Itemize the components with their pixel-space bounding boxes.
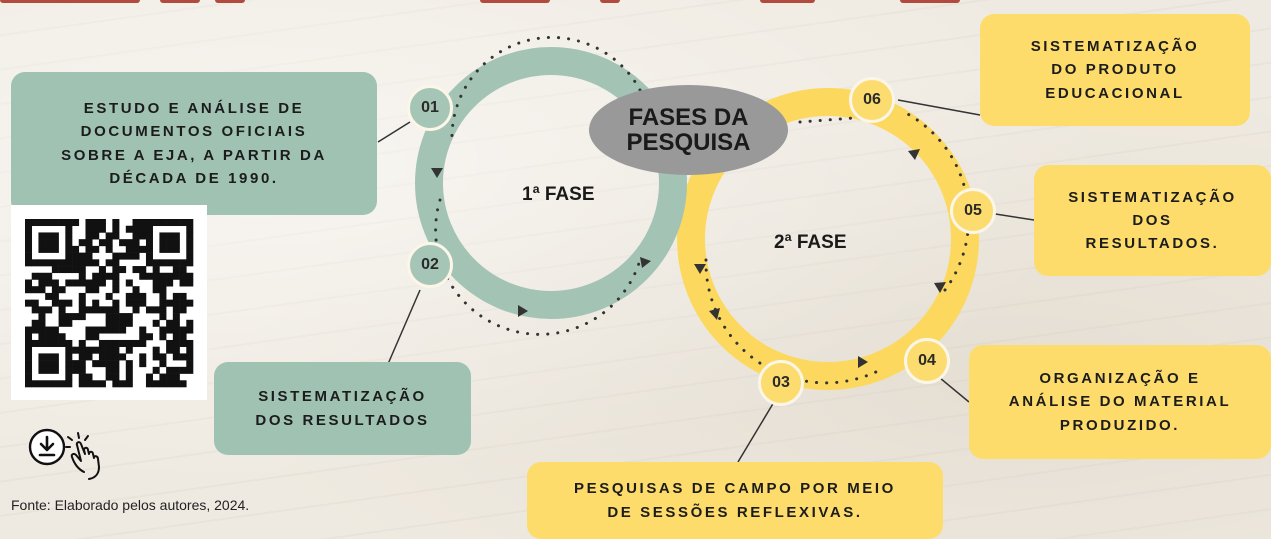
step-02-line: DOS RESULTADOS [255, 411, 430, 429]
second-phase-ring [677, 88, 979, 390]
tap-hand-icon [65, 432, 100, 480]
step-01-line: SOBRE A EJA, A PARTIR DA [61, 146, 327, 164]
step-01-line: DOCUMENTOS OFICIAIS [80, 123, 308, 141]
arrow-heads [431, 149, 946, 368]
top-text-strip [0, 0, 980, 8]
step-01-box: ESTUDO E ANÁLISE DE DOCUMENTOS OFICIAIS … [11, 72, 377, 215]
step-06-badge: 06 [849, 77, 895, 123]
step-03-line: PESQUISAS DE CAMPO POR MEIO [574, 480, 896, 498]
step-05-line: RESULTADOS. [1085, 235, 1220, 253]
step-02-line: SISTEMATIZAÇÃO [258, 388, 427, 406]
step-05-line: DOS [1132, 211, 1173, 229]
step-05-box: SISTEMATIZAÇÃO DOS RESULTADOS. [1034, 165, 1271, 276]
step-05-badge: 05 [950, 188, 996, 234]
step-04-line: PRODUZIDO. [1059, 416, 1181, 434]
step-01-line: ESTUDO E ANÁLISE DE [83, 100, 305, 117]
first-phase-ring [415, 47, 687, 319]
title-line-1: FASES DA [628, 103, 749, 131]
step-03-badge: 03 [758, 360, 804, 406]
second-phase-label: 2ª FASE [774, 232, 847, 253]
step-05-line: SISTEMATIZAÇÃO [1068, 188, 1237, 206]
step-06-line: EDUCACIONAL [1045, 84, 1185, 102]
step-02-badge: 02 [407, 242, 453, 288]
title-line-2: PESQUISA [626, 129, 751, 156]
step-04-line: ORGANIZAÇÃO E [1039, 370, 1201, 388]
step-01-line: DÉCADA DE 1990. [109, 169, 279, 187]
step-01-badge: 01 [407, 85, 453, 131]
download-icon[interactable] [28, 428, 128, 480]
qr-code[interactable] [11, 205, 207, 400]
first-phase-label: 1ª FASE [522, 184, 595, 205]
step-04-line: ANÁLISE DO MATERIAL [1008, 393, 1232, 411]
step-04-badge: 04 [904, 338, 950, 384]
step-03-line: DE SESSÕES REFLEXIVAS. [607, 503, 863, 521]
connector-lines [377, 99, 1035, 463]
step-06-line: DO PRODUTO [1051, 61, 1179, 79]
step-06-box: SISTEMATIZAÇÃO DO PRODUTO EDUCACIONAL [980, 14, 1250, 126]
step-06-line: SISTEMATIZAÇÃO [1030, 38, 1200, 56]
source-note: Fonte: Elaborado pelos autores, 2024. [11, 497, 250, 513]
step-03-box: PESQUISAS DE CAMPO POR MEIO DE SESSÕES R… [527, 462, 943, 539]
step-02-box: SISTEMATIZAÇÃO DOS RESULTADOS [214, 362, 471, 455]
research-phases-title: FASES DA PESQUISA [589, 85, 788, 175]
dotted-arrows [434, 35, 971, 385]
qr-code-pattern [25, 219, 194, 388]
step-04-box: ORGANIZAÇÃO E ANÁLISE DO MATERIAL PRODUZ… [969, 345, 1271, 459]
